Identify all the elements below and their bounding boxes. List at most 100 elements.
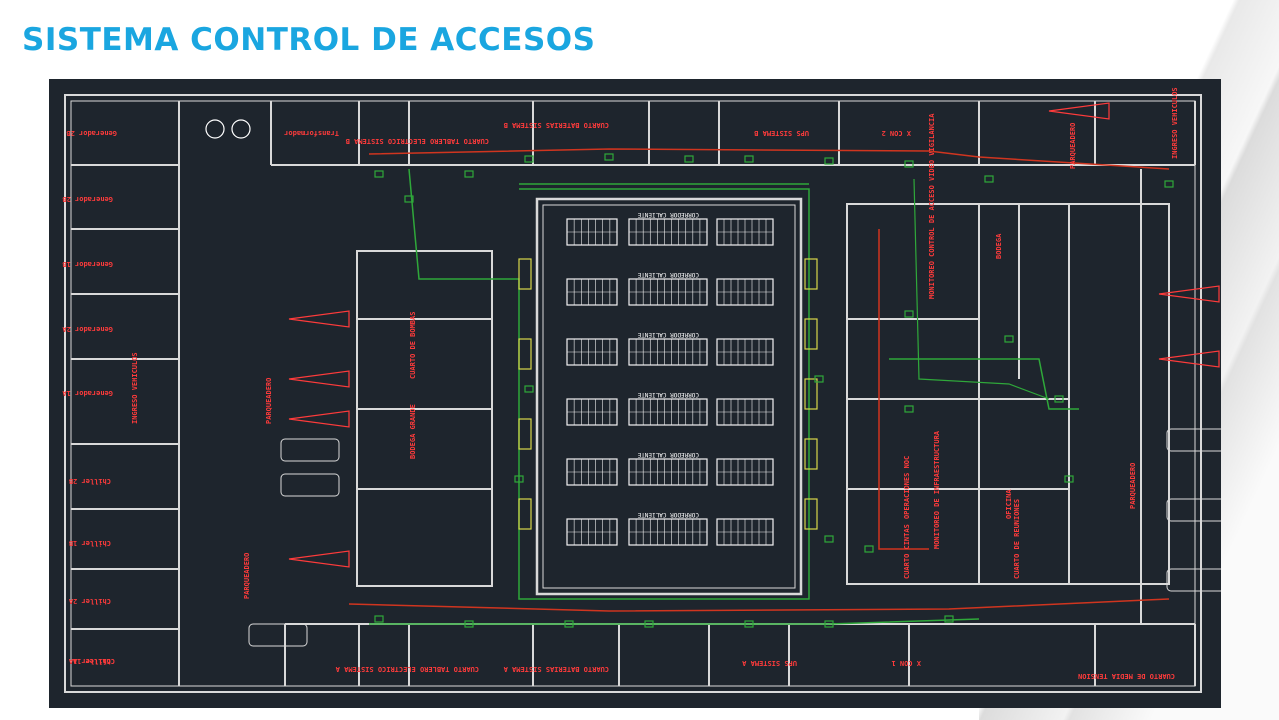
cable-tray [804,318,818,350]
access-device [944,615,954,623]
room-label: CUARTO DE BOMBAS [409,312,417,379]
access-device [374,615,384,623]
parking-arrow [288,550,350,568]
aisle-label: CORREDOR CALIENTE [637,511,699,518]
cable-tray [804,378,818,410]
room-label: CUARTO DE REUNIONES [1013,499,1021,579]
room-label: Chiller 1A [68,657,111,665]
access-device [524,385,534,393]
access-device [524,155,534,163]
access-device [904,310,914,318]
access-device [644,620,654,628]
tank-icon [205,119,225,139]
room-label: Chiller 1B [69,539,111,547]
cable-tray [518,418,532,450]
room-label: Chiller 2B [69,477,111,485]
access-device [464,620,474,628]
parking-arrow [1158,285,1220,303]
aisle-label: CORREDOR CALIENTE [637,271,699,278]
room-label: Generador 1B [62,260,113,268]
cable-tray [518,338,532,370]
access-device [1064,475,1074,483]
cable-tray [518,498,532,530]
room-label: Generador 2A [62,325,113,333]
room-label: X CON 1 [891,659,921,667]
parking-arrow [288,370,350,388]
aisle-label: CORREDOR CALIENTE [637,331,699,338]
room-label: PARQUEADERO [265,378,273,424]
room-label: MONITOREO CONTROL DE ACCESO VIDEO VIGILA… [928,113,936,299]
room-label: PARQUEADERO [243,553,251,599]
room-label: UPS SISTEMA A [741,659,797,667]
room-label: Generador 2B [66,129,117,137]
room-label: CUARTO DE MEDIA TENSION [1078,672,1175,680]
access-device [1054,395,1064,403]
slide-title: SISTEMA CONTROL DE ACCESOS [22,22,596,58]
parked-car [248,623,308,647]
access-device [374,170,384,178]
access-device [1164,180,1174,188]
cable-run-red [368,148,1170,170]
access-device [864,545,874,553]
tank-icon [231,119,251,139]
room-label: CUARTO BATERIAS SISTEMA A [503,665,609,673]
access-device [1004,335,1014,343]
room-label: Chiller 1A [72,657,115,665]
data-hall [535,197,803,596]
access-device [684,155,694,163]
room-label: PARQUEADERO [1129,463,1137,509]
cable-run-green [408,168,810,600]
access-device [824,157,834,165]
parking-arrow [288,310,350,328]
room-label: UPS SISTEMA B [754,129,809,137]
parking-arrow [1048,102,1110,120]
parked-car [280,473,340,497]
room-label: Transformador [284,129,339,137]
access-device [514,475,524,483]
parked-car [1166,498,1221,522]
cable-run-green [913,178,1050,400]
room-label: CUARTO TABLERO ELECTRICO SISTEMA A [335,665,479,673]
room-label: OPERACIONES NOC [903,456,911,519]
cable-run-green [369,618,980,625]
parked-car [280,438,340,462]
access-device [824,535,834,543]
room-label: Chiller 2A [68,597,111,605]
cable-tray [804,438,818,470]
access-device [744,620,754,628]
room-label: CUARTO CINTAS [903,524,911,579]
data-hall-inner [542,204,796,589]
access-device [564,620,574,628]
outer-wall [64,94,1202,693]
access-device [984,175,994,183]
cable-run-green [889,358,1079,410]
office-block [846,203,1170,585]
access-device [604,153,614,161]
room-label: CUARTO TABLERO ELECTRICO SISTEMA B [346,137,489,145]
room-label: MONITOREO DE INFRAESTRUCTURA [933,430,941,549]
left-service-block [356,250,493,587]
access-device [904,160,914,168]
room-label: BODEGA GRANDE [409,404,417,459]
access-device [404,195,414,203]
access-device [824,620,834,628]
room-label: PARQUEADERO [1069,123,1077,169]
cable-tray [518,258,532,290]
access-device [814,375,824,383]
cable-tray [804,258,818,290]
aisle-label: CORREDOR CALIENTE [637,451,699,458]
parked-car [1166,428,1221,452]
room-label: X CON 2 [881,129,911,137]
cable-tray [804,498,818,530]
room-label: Generador 1A [62,389,113,397]
inner-wall [70,100,1196,687]
aisle-label: CORREDOR CALIENTE [637,211,699,218]
floor-plan-drawing: CORREDOR CALIENTE CORREDOR CALIENTE CORRED… [62,87,1221,693]
room-label: INGRESO VEHICULOS [131,352,139,424]
parked-car [1166,568,1221,592]
access-device [744,155,754,163]
cable-run-red [348,598,1170,612]
access-device [464,170,474,178]
floor-plan: CORREDOR CALIENTE CORREDOR CALIENTE CORRED… [49,79,1221,708]
aisle-label: CORREDOR CALIENTE [637,391,699,398]
